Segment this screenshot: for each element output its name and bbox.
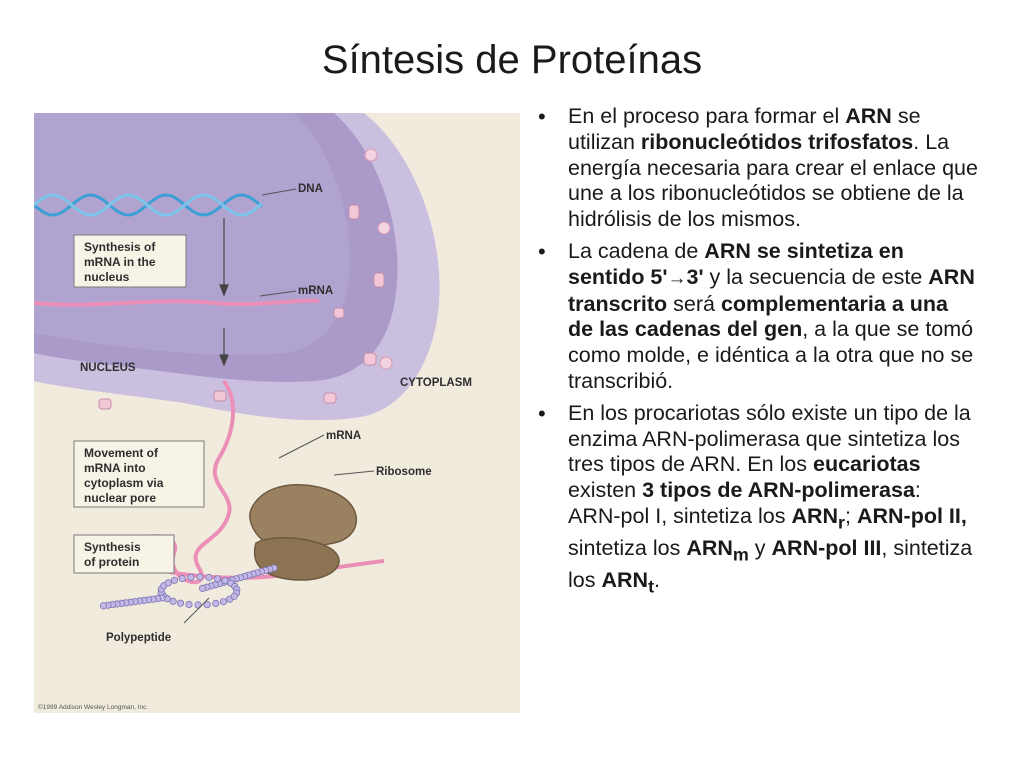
diagram-svg: DNA mRNA NUCLEUS CYTOPLASM mRNA Ribosome… xyxy=(34,113,520,713)
bullet-list: En el proceso para formar el ARN se util… xyxy=(538,104,978,606)
amino-acid-bead xyxy=(99,602,108,610)
label-mrna-nucleus: mRNA xyxy=(298,285,333,297)
polypeptide-chain xyxy=(99,564,278,610)
amino-acid-bead xyxy=(170,576,179,584)
leader-lines xyxy=(183,188,375,624)
nuclear-pores xyxy=(98,204,385,410)
svg-text:nuclear pore: nuclear pore xyxy=(84,491,156,505)
amino-acid-bead xyxy=(230,592,238,600)
amino-acid-bead xyxy=(196,573,204,581)
svg-text:Movement of: Movement of xyxy=(84,446,159,460)
label-mrna-cytoplasm: mRNA xyxy=(326,430,361,442)
bullet-arn-direction: La cadena de ARN se sintetiza en sentido… xyxy=(538,239,978,395)
amino-acid-bead xyxy=(219,598,228,606)
amino-acid-bead xyxy=(169,597,177,605)
amino-acid-bead xyxy=(187,573,195,581)
amino-acid-bead xyxy=(178,574,186,583)
label-dna: DNA xyxy=(298,183,323,195)
svg-text:of protein: of protein xyxy=(84,555,139,569)
svg-text:cytoplasm via: cytoplasm via xyxy=(84,476,164,490)
copyright: ©1999 Addison Wesley Longman, Inc. xyxy=(38,703,148,711)
label-nucleus: NUCLEUS xyxy=(80,362,136,374)
label-cytoplasm: CYTOPLASM xyxy=(400,377,472,389)
amino-acid-bead xyxy=(176,599,185,607)
slide-title: Síntesis de Proteínas xyxy=(321,38,703,82)
svg-text:mRNA into: mRNA into xyxy=(84,461,146,475)
box-synthesis-protein: Synthesis of protein xyxy=(73,534,175,574)
label-ribosome: Ribosome xyxy=(376,466,432,478)
ribosome xyxy=(249,484,358,581)
amino-acid-bead xyxy=(164,579,172,587)
label-polypeptide: Polypeptide xyxy=(106,632,171,644)
dna-helix xyxy=(34,193,263,217)
svg-text:Synthesis: Synthesis xyxy=(84,540,141,554)
amino-acid-bead xyxy=(199,584,207,592)
cytoplasm-particles xyxy=(364,148,393,370)
bullet-arn-polymerase: En los procariotas sólo existe un tipo d… xyxy=(538,401,978,600)
mrna-nucleus-strand xyxy=(34,298,320,307)
amino-acid-bead xyxy=(185,600,193,609)
amino-acid-bead xyxy=(213,575,222,583)
amino-acid-bead xyxy=(221,577,229,585)
svg-text:Synthesis of: Synthesis of xyxy=(84,240,156,254)
box-movement-mrna: Movement of mRNA into cytoplasm via nucl… xyxy=(73,440,205,508)
svg-text:mRNA in the: mRNA in the xyxy=(84,255,156,269)
amino-acid-bead xyxy=(203,601,211,609)
box-synthesis-mrna: Synthesis of mRNA in the nucleus xyxy=(73,234,187,288)
amino-acid-bead xyxy=(205,573,213,582)
bullet-arn-formation: En el proceso para formar el ARN se util… xyxy=(538,104,978,233)
amino-acid-bead xyxy=(212,599,220,608)
mrna-cytoplasm-strand xyxy=(126,379,385,585)
process-arrows xyxy=(219,218,229,367)
nucleus-highlight xyxy=(34,113,350,356)
svg-text:nucleus: nucleus xyxy=(84,270,130,284)
arrow-right-icon: → xyxy=(667,267,687,289)
protein-synthesis-diagram: DNA mRNA NUCLEUS CYTOPLASM mRNA Ribosome… xyxy=(34,113,520,713)
